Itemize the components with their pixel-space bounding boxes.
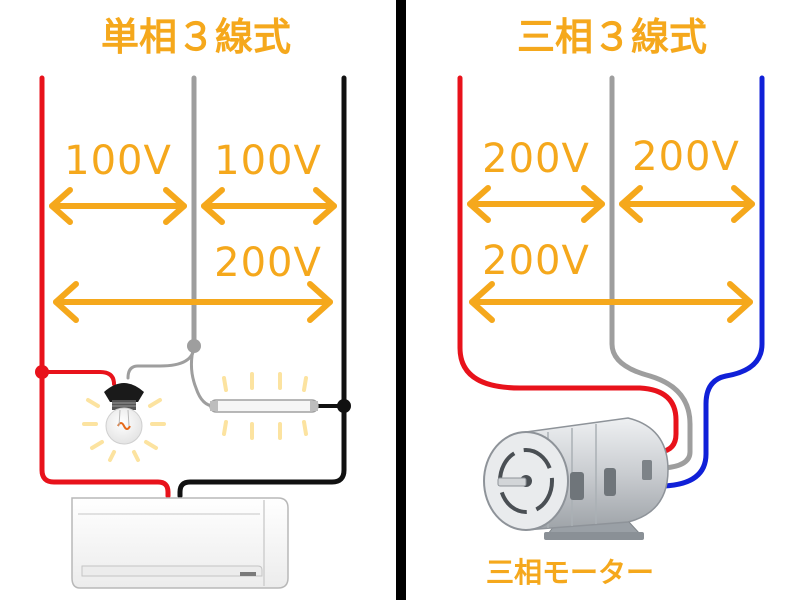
red-wire: [457, 75, 679, 455]
three-voltage-left: 200V: [482, 136, 590, 182]
motor-label: 三相モーター: [486, 556, 654, 589]
single-voltage-total: 200V: [214, 240, 322, 286]
single-phase-wires: [39, 75, 347, 499]
arrow-left-100v: [49, 187, 187, 225]
center-divider: [396, 0, 406, 600]
three-phase-arrows: [467, 185, 755, 323]
gray-wire: [609, 75, 693, 471]
gray-terminal-dot: [187, 339, 201, 353]
single-phase-arrows: [49, 187, 337, 323]
single-phase-title: 単相３線式: [101, 15, 291, 59]
three-voltage-total: 200V: [482, 238, 590, 284]
arrow-right-100v: [201, 187, 337, 225]
black-junction-dot: [337, 399, 351, 413]
fluorescent-tube-icon: [209, 372, 319, 440]
gray-branch-tube: [189, 344, 216, 408]
blue-wire: [661, 75, 765, 489]
three-voltage-right: 200V: [632, 134, 740, 180]
arrow-left-200v: [467, 185, 605, 223]
electric-motor-icon: [483, 417, 669, 540]
single-voltage-left: 100V: [64, 138, 172, 184]
air-conditioner-icon: [71, 497, 289, 589]
black-wire: [177, 75, 347, 499]
arrow-right-200v: [619, 185, 755, 223]
gray-branch-bulb: [126, 344, 196, 380]
light-bulb-icon: [82, 383, 166, 462]
three-phase-wires: [457, 75, 765, 489]
three-phase-title: 三相３線式: [517, 15, 707, 59]
single-voltage-right: 100V: [214, 138, 322, 184]
red-junction-dot: [35, 365, 49, 379]
red-branch: [40, 370, 116, 386]
arrow-total-200v: [469, 281, 753, 323]
red-wire: [39, 75, 171, 499]
arrow-total-200v: [53, 281, 333, 323]
